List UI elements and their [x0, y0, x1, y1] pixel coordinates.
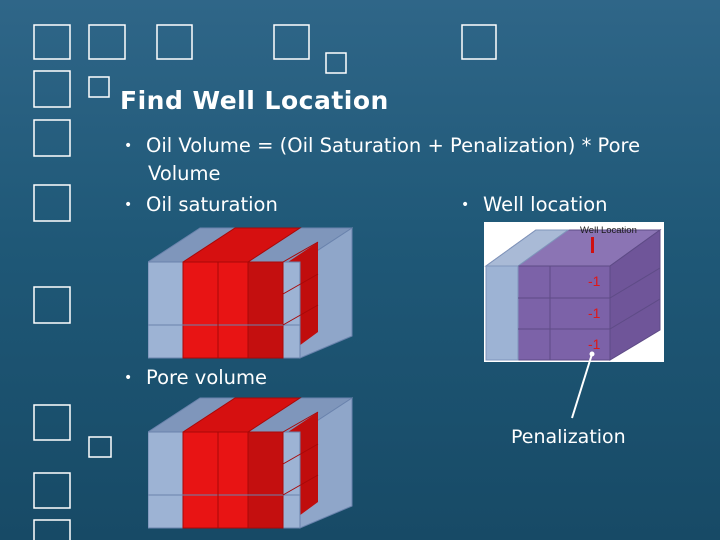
formula-text: Oil Volume = (Oil Saturation + Penalizat… [146, 134, 641, 157]
oil-saturation-text: Oil saturation [146, 193, 278, 216]
bullet-dot: • [124, 197, 133, 213]
cell-value-1: -1 [588, 273, 601, 289]
bullet-dot: • [461, 197, 470, 213]
penalization-label: Penalization [511, 426, 626, 448]
pore-volume-cube [148, 397, 353, 529]
bullet-formula: • Oil Volume = (Oil Saturation + Penaliza… [124, 132, 640, 160]
cell-value-3: -1 [588, 336, 601, 352]
bullet-dot: • [124, 138, 133, 154]
well-location-caption: Well Location [580, 225, 637, 236]
bullet-oil-saturation: • Oil saturation [124, 191, 278, 219]
well-location-figure: Well Location -1 -1 -1 [484, 222, 664, 362]
oil-saturation-cube [148, 227, 353, 359]
slide-title: Find Well Location [120, 86, 389, 115]
cell-value-2: -1 [588, 305, 601, 321]
well-marker-icon [591, 237, 594, 253]
formula-continuation: Volume [148, 162, 221, 185]
well-location-text: Well location [483, 193, 608, 216]
pore-volume-text: Pore volume [146, 366, 268, 389]
bullet-dot: • [124, 370, 133, 386]
bullet-pore-volume: • Pore volume [124, 364, 267, 392]
bullet-well-location: • Well location [461, 191, 608, 219]
